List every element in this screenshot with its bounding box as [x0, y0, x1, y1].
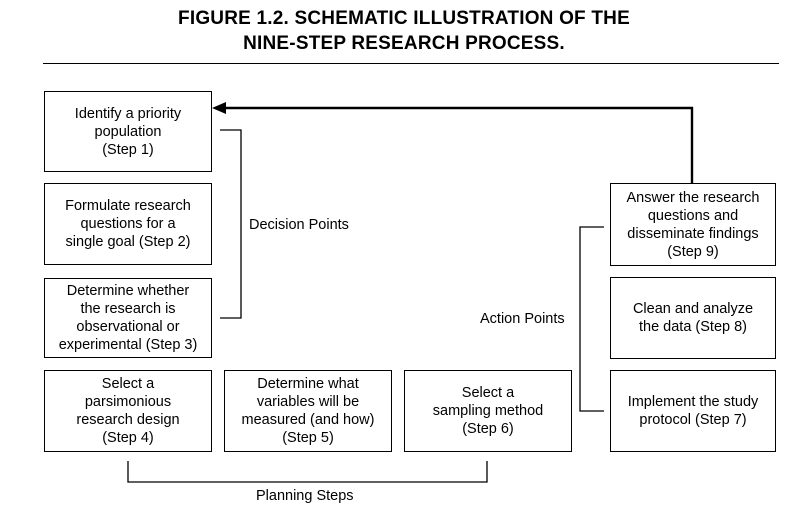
step-2-box: Formulate research questions for a singl… — [44, 183, 212, 265]
feedback-arrowhead — [212, 102, 226, 114]
step-3-text: Determine whether the research is observ… — [58, 283, 198, 353]
step-4-box: Select a parsimonious research design (S… — [44, 370, 212, 452]
step-1-box: Identify a priority population (Step 1) — [44, 91, 212, 172]
step-6-box: Select a sampling method (Step 6) — [404, 370, 572, 452]
step-9-box: Answer the research questions and dissem… — [610, 183, 776, 266]
planning-steps-bracket — [127, 461, 488, 483]
action-points-bracket — [579, 226, 604, 412]
planning-steps-label: Planning Steps — [256, 488, 354, 504]
step-6-text: Select a sampling method (Step 6) — [432, 385, 544, 437]
feedback-arrow-line — [224, 106, 694, 183]
step-8-text: Clean and analyze the data (Step 8) — [632, 301, 754, 335]
step-1-text: Identify a priority population (Step 1) — [74, 105, 182, 158]
step-4-text: Select a parsimonious research design (S… — [76, 376, 180, 446]
decision-points-bracket — [220, 129, 242, 319]
step-8-box: Clean and analyze the data (Step 8) — [610, 277, 776, 359]
decision-points-label: Decision Points — [249, 217, 349, 233]
step-7-box: Implement the study protocol (Step 7) — [610, 370, 776, 452]
step-2-text: Formulate research questions for a singl… — [65, 198, 191, 250]
step-5-box: Determine what variables will be measure… — [224, 370, 392, 452]
step-3-box: Determine whether the research is observ… — [44, 278, 212, 358]
figure-title-line-2: NINE-STEP RESEARCH PROCESS. — [243, 33, 565, 54]
step-9-text: Answer the research questions and dissem… — [626, 189, 760, 260]
figure-title-line-1: FIGURE 1.2. SCHEMATIC ILLUSTRATION OF TH… — [178, 8, 630, 29]
step-5-text: Determine what variables will be measure… — [241, 376, 375, 446]
action-points-label: Action Points — [480, 311, 565, 327]
step-7-text: Implement the study protocol (Step 7) — [627, 394, 759, 428]
title-divider — [43, 63, 779, 64]
